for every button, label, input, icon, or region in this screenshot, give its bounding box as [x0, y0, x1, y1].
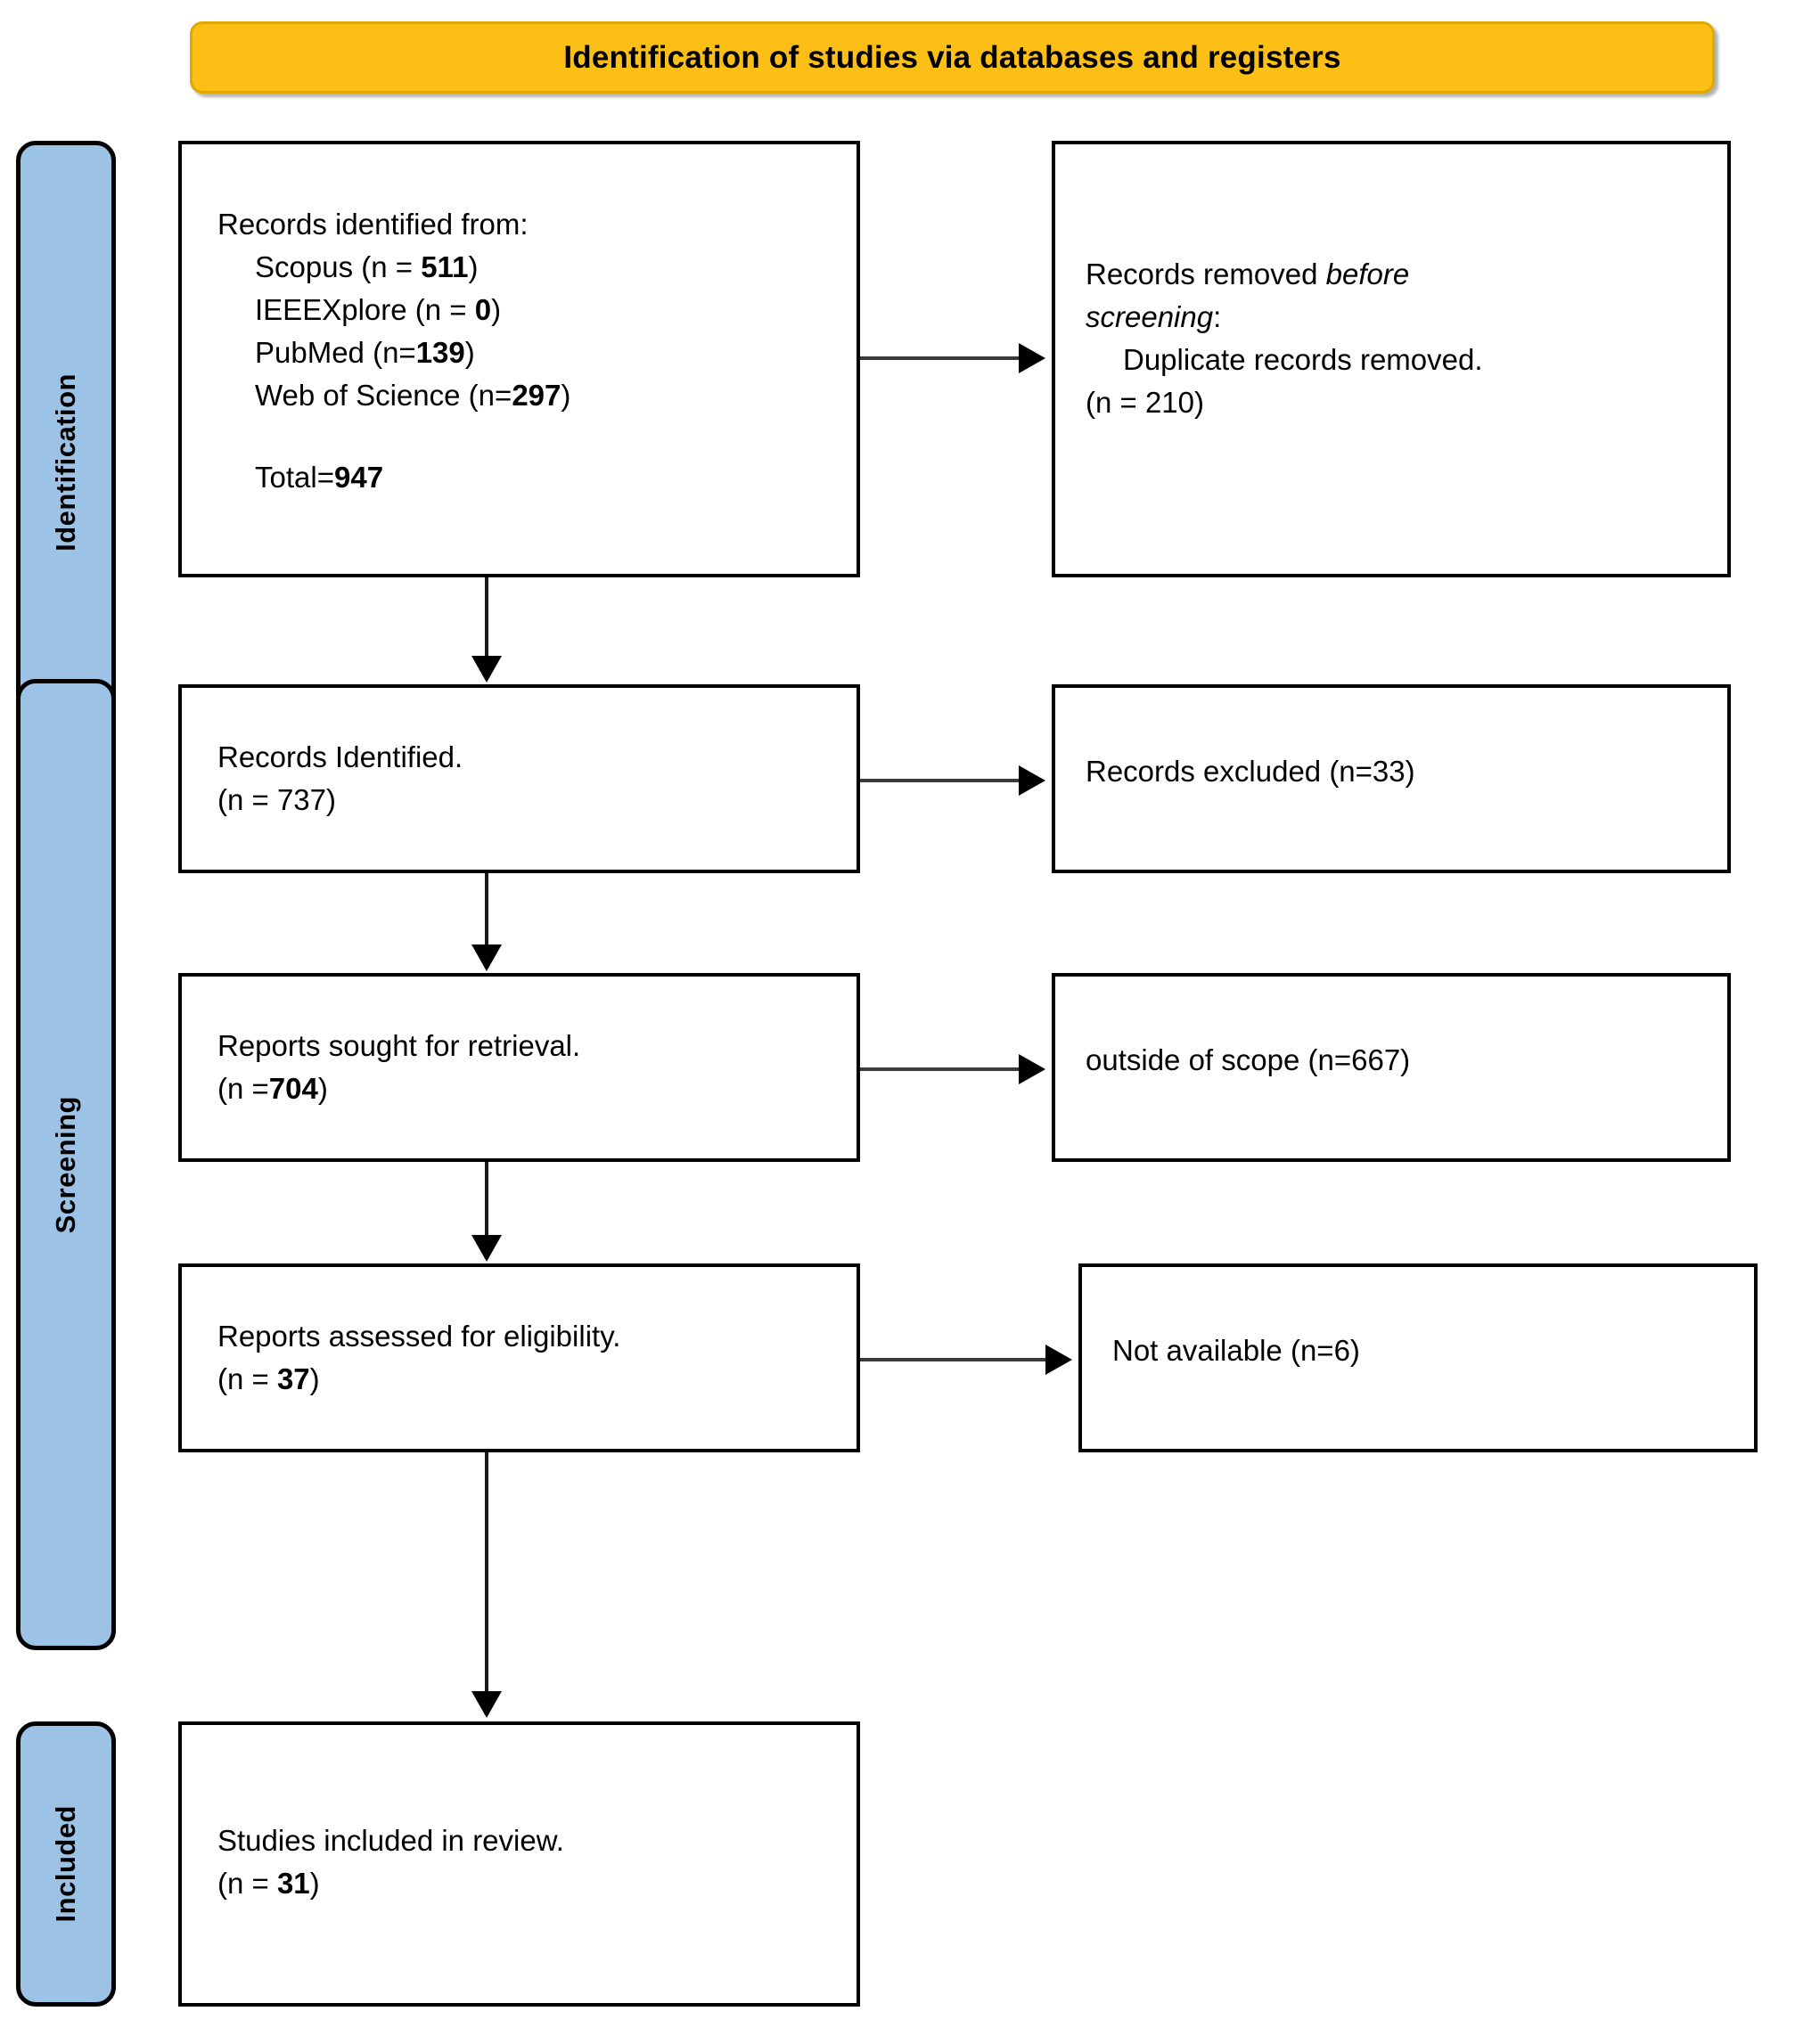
- stage-label-included: Included: [16, 1721, 116, 2007]
- reports-assessed-line2: (n = 37): [217, 1358, 833, 1401]
- arrow-right-icon: [1019, 343, 1045, 373]
- stage-label-identification-text: Identification: [50, 373, 81, 552]
- source-pubmed-value: 139: [415, 336, 465, 369]
- records-removed-line4: (n = 210): [1086, 386, 1204, 419]
- connector-line-to-records-removed: [860, 356, 1019, 360]
- reports-sought-value: 704: [268, 1072, 318, 1105]
- box-studies-included-in-review: Studies included in review. (n = 31): [178, 1721, 860, 2007]
- reports-assessed-line1: Reports assessed for eligibility.: [217, 1320, 621, 1353]
- arrow-right-icon: [1019, 765, 1045, 796]
- arrow-down-icon: [471, 1235, 502, 1262]
- header-title: Identification of studies via databases …: [563, 39, 1341, 75]
- source-ieeexplore-suffix: ): [491, 293, 502, 326]
- stage-label-screening-text: Screening: [50, 1095, 81, 1234]
- box-records-removed-before-screening: Records removed before screening: Duplic…: [1052, 141, 1731, 577]
- reports-assessed-value: 37: [276, 1362, 310, 1395]
- studies-included-prefix: (n =: [217, 1867, 277, 1900]
- records-identified-line2: (n = 737): [217, 783, 336, 816]
- records-total-value: 947: [333, 461, 384, 494]
- box-records-excluded: Records excluded (n=33): [1052, 684, 1731, 873]
- source-scopus: Scopus (n = 511): [217, 246, 833, 289]
- source-web-of-science: Web of Science (n=297): [217, 374, 833, 417]
- source-pubmed-label: PubMed (n=: [255, 336, 416, 369]
- connector-line-sought-to-assessed: [485, 1162, 488, 1239]
- arrow-down-icon: [471, 1691, 502, 1718]
- records-total: Total=947: [217, 456, 833, 499]
- reports-sought-line1: Reports sought for retrieval.: [217, 1029, 581, 1062]
- arrow-right-icon: [1019, 1054, 1045, 1084]
- source-web-of-science-value: 297: [512, 379, 561, 412]
- reports-assessed-suffix: ): [309, 1362, 320, 1395]
- outside-scope-line1: outside of scope (n=667): [1086, 1043, 1411, 1076]
- source-scopus-label: Scopus (n =: [255, 250, 422, 283]
- source-pubmed: PubMed (n=139): [217, 331, 833, 374]
- stage-label-included-text: Included: [50, 1805, 81, 1923]
- connector-line-to-records-excluded: [860, 779, 1019, 782]
- reports-assessed-prefix: (n =: [217, 1362, 277, 1395]
- records-removed-line2: screening:: [1086, 296, 1704, 339]
- box-reports-sought-for-retrieval: Reports sought for retrieval. (n =704): [178, 973, 860, 1162]
- records-removed-line1-italic: before: [1325, 258, 1410, 290]
- connector-line-to-not-available: [860, 1358, 1045, 1361]
- connector-line-identified-to-screening: [485, 577, 488, 659]
- records-total-label: Total=: [255, 461, 334, 494]
- records-removed-line2-italic: screening: [1086, 300, 1214, 333]
- box-outside-of-scope: outside of scope (n=667): [1052, 973, 1731, 1162]
- records-removed-line3: Duplicate records removed.: [1123, 343, 1483, 376]
- records-removed-line2-suffix: :: [1213, 300, 1222, 333]
- records-excluded-line1: Records excluded (n=33): [1086, 755, 1415, 788]
- connector-line-to-outside-scope: [860, 1067, 1019, 1071]
- source-scopus-value: 511: [421, 250, 469, 283]
- studies-included-value: 31: [276, 1867, 310, 1900]
- not-available-line1: Not available (n=6): [1112, 1334, 1360, 1367]
- spacer: [217, 417, 833, 456]
- reports-sought-prefix: (n =: [217, 1072, 269, 1105]
- connector-line-identified-to-sought: [485, 873, 488, 948]
- source-ieeexplore: IEEEXplore (n = 0): [217, 289, 833, 331]
- box-reports-assessed-for-eligibility: Reports assessed for eligibility. (n = 3…: [178, 1263, 860, 1452]
- records-identified-heading: Records identified from:: [217, 208, 529, 241]
- box-records-identified: Records Identified. (n = 737): [178, 684, 860, 873]
- source-ieeexplore-value: 0: [474, 293, 492, 326]
- connector-line-assessed-to-included: [485, 1452, 488, 1695]
- source-pubmed-suffix: ): [464, 336, 475, 369]
- reports-sought-line2: (n =704): [217, 1067, 833, 1110]
- arrow-down-icon: [471, 656, 502, 683]
- source-ieeexplore-label: IEEEXplore (n =: [255, 293, 475, 326]
- studies-included-line1: Studies included in review.: [217, 1824, 564, 1857]
- header-banner: Identification of studies via databases …: [190, 21, 1715, 94]
- source-web-of-science-suffix: ): [561, 379, 571, 412]
- records-removed-line1: Records removed before: [1086, 253, 1704, 296]
- box-not-available: Not available (n=6): [1078, 1263, 1758, 1452]
- reports-sought-suffix: ): [317, 1072, 328, 1105]
- source-scopus-suffix: ): [468, 250, 479, 283]
- arrow-right-icon: [1045, 1345, 1072, 1375]
- studies-included-suffix: ): [309, 1867, 320, 1900]
- source-web-of-science-label: Web of Science (n=: [255, 379, 512, 412]
- records-identified-line1: Records Identified.: [217, 740, 463, 773]
- studies-included-line2: (n = 31): [217, 1862, 833, 1905]
- stage-label-identification: Identification: [16, 141, 116, 784]
- box-records-identified-from: Records identified from: Scopus (n = 511…: [178, 141, 860, 577]
- stage-label-screening: Screening: [16, 679, 116, 1650]
- records-removed-line1-text: Records removed: [1086, 258, 1326, 290]
- arrow-down-icon: [471, 944, 502, 971]
